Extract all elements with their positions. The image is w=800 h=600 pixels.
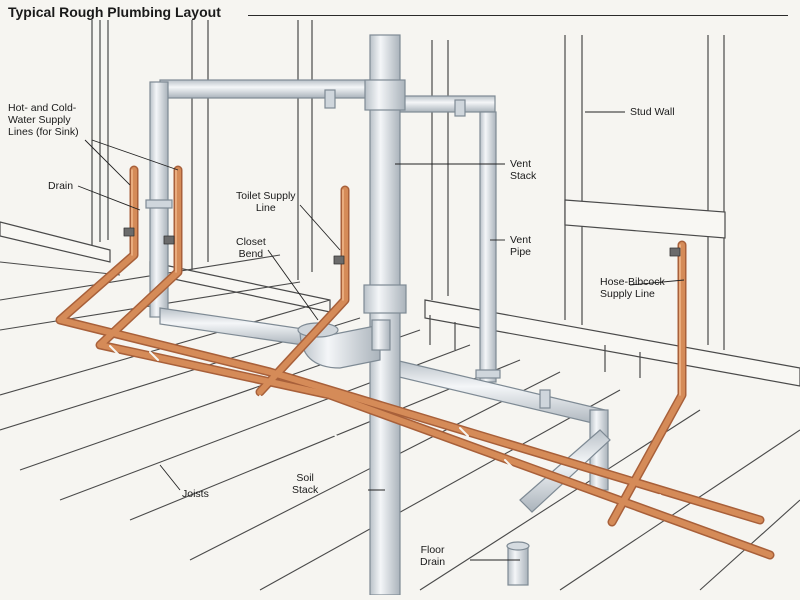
pvc-pipes (145, 34, 611, 596)
page-title: Typical Rough Plumbing Layout (8, 4, 221, 20)
label-stud-wall: Stud Wall (630, 106, 675, 118)
title-rule (248, 15, 788, 16)
label-supply-lines: Hot- and Cold- Water Supply Lines (for S… (8, 102, 79, 138)
label-joists: Joists (182, 488, 209, 500)
label-closet-bend: Closet Bend (236, 236, 266, 260)
label-hose-bibcock-supply-line: Hose-Bibcock Supply Line (600, 276, 665, 300)
copper-pipes (55, 165, 775, 560)
leader-lines (77, 111, 685, 561)
label-vent-pipe: Vent Pipe (510, 234, 532, 258)
label-soil-stack: Soil Stack (292, 472, 319, 496)
label-toilet-supply-line: Toilet Supply Line (236, 190, 296, 214)
label-drain: Drain (48, 180, 74, 192)
label-vent-stack: Vent Stack (510, 158, 537, 182)
label-floor-drain: Floor Drain (420, 544, 446, 568)
framing (0, 20, 800, 387)
